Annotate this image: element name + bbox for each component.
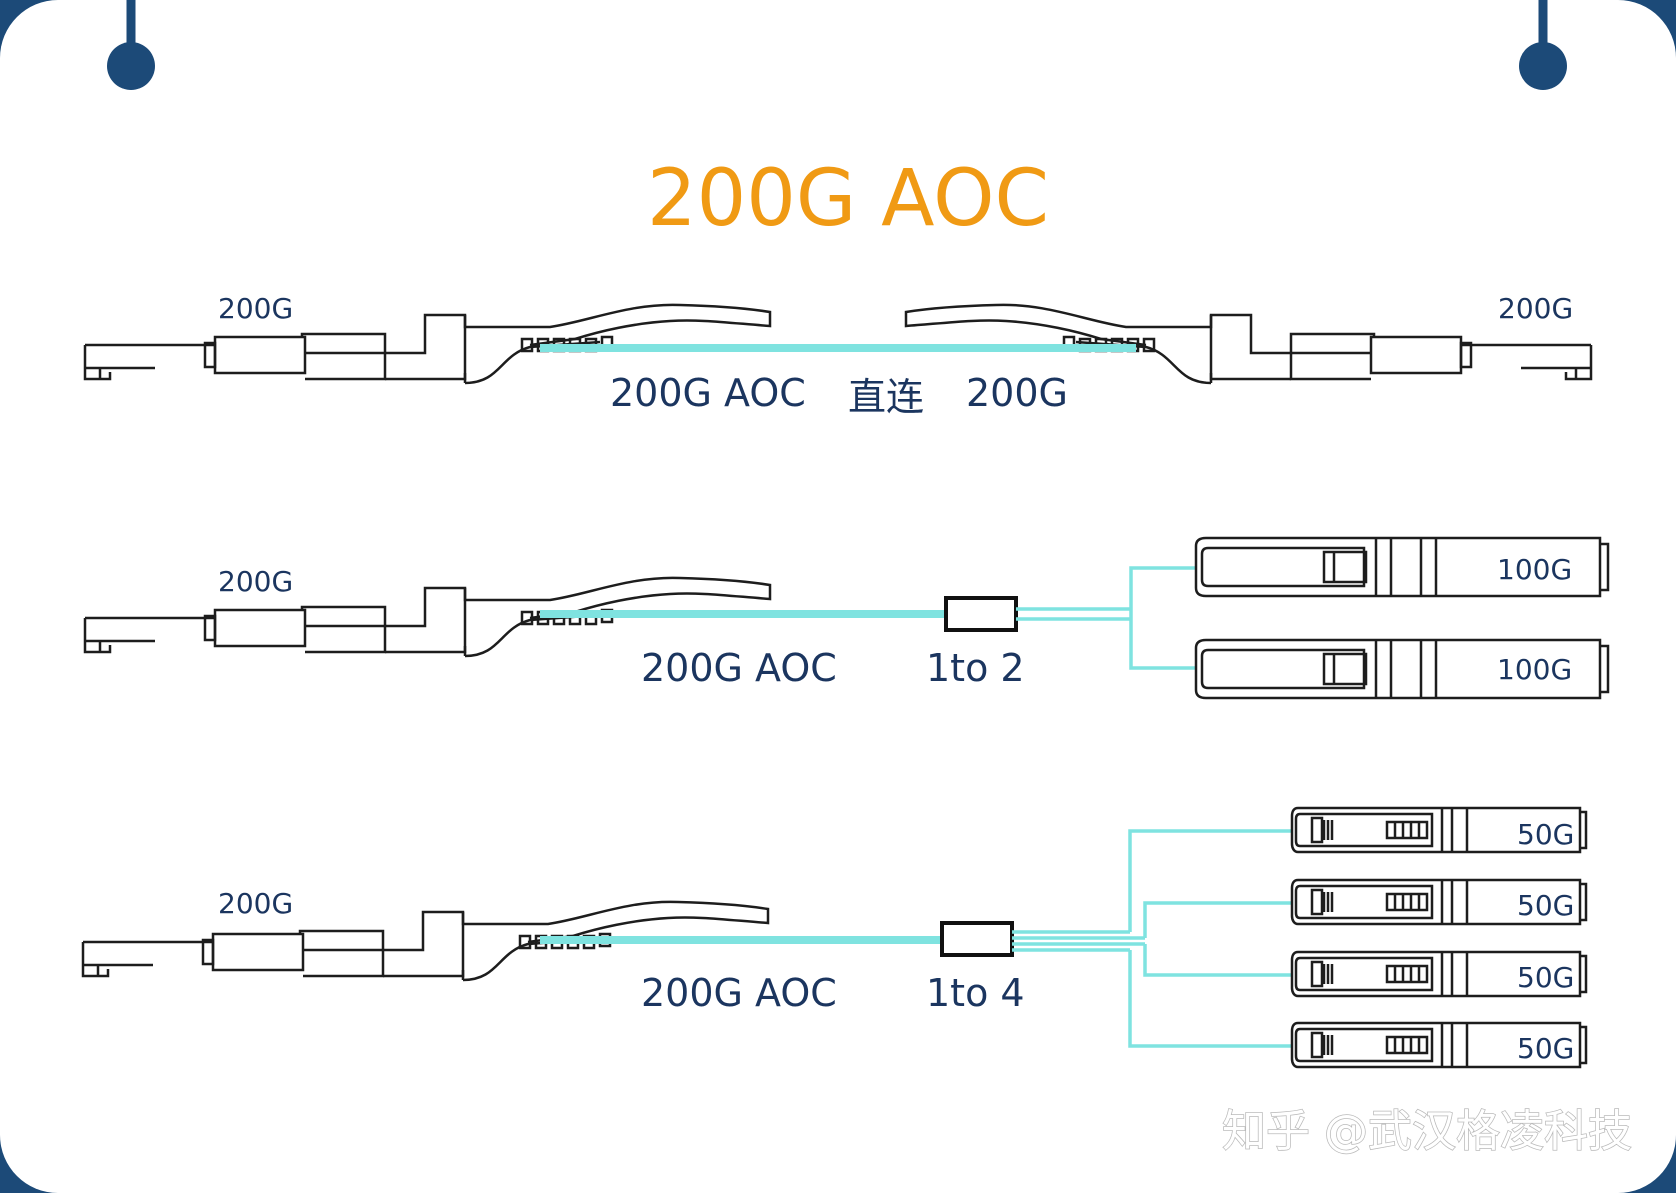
frame-hanger-left [107, 0, 155, 90]
row2-end-label-1: 100G [1497, 553, 1572, 586]
row2-left-label: 200G [218, 565, 293, 598]
row3-end-label-3: 50G [1517, 961, 1574, 994]
row2-caption-ratio: 1to 2 [926, 646, 1025, 690]
row2-caption-type: 200G AOC [641, 646, 837, 690]
row2-end-label-2: 100G [1497, 653, 1572, 686]
diagram-title: 200G AOC [647, 154, 1049, 244]
row3-caption-ratio: 1to 4 [926, 971, 1025, 1015]
watermark: 知乎 @武汉格凌科技 [1222, 1106, 1632, 1157]
row3-end-label-2: 50G [1517, 889, 1574, 922]
row2-branches [1016, 566, 1196, 670]
row3-breakout-1to4: 200G 50G 50G 50G 50G 200G AOC 1to 4 [81, 806, 1588, 1069]
row3-splitter [940, 921, 1014, 957]
row1-direct-connection: 200G 200G 200G AOC 直连 200G [83, 292, 1593, 419]
row3-end-label-1: 50G [1517, 818, 1574, 851]
row1-caption-speed: 200G [966, 371, 1068, 415]
row3-caption-type: 200G AOC [641, 971, 837, 1015]
row1-caption-type: 200G AOC [610, 371, 806, 415]
frame-hanger-right [1519, 0, 1567, 90]
row1-right-label: 200G [1498, 292, 1573, 325]
row2-splitter [944, 596, 1018, 632]
row3-left-label: 200G [218, 887, 293, 920]
row3-end-label-4: 50G [1517, 1032, 1574, 1065]
row3-branches [1012, 829, 1292, 1048]
row1-left-label: 200G [218, 292, 293, 325]
row2-breakout-1to2: 200G 100G 100G 200G AOC 1to 2 [83, 536, 1610, 700]
row1-caption-direct: 直连 [848, 375, 924, 419]
